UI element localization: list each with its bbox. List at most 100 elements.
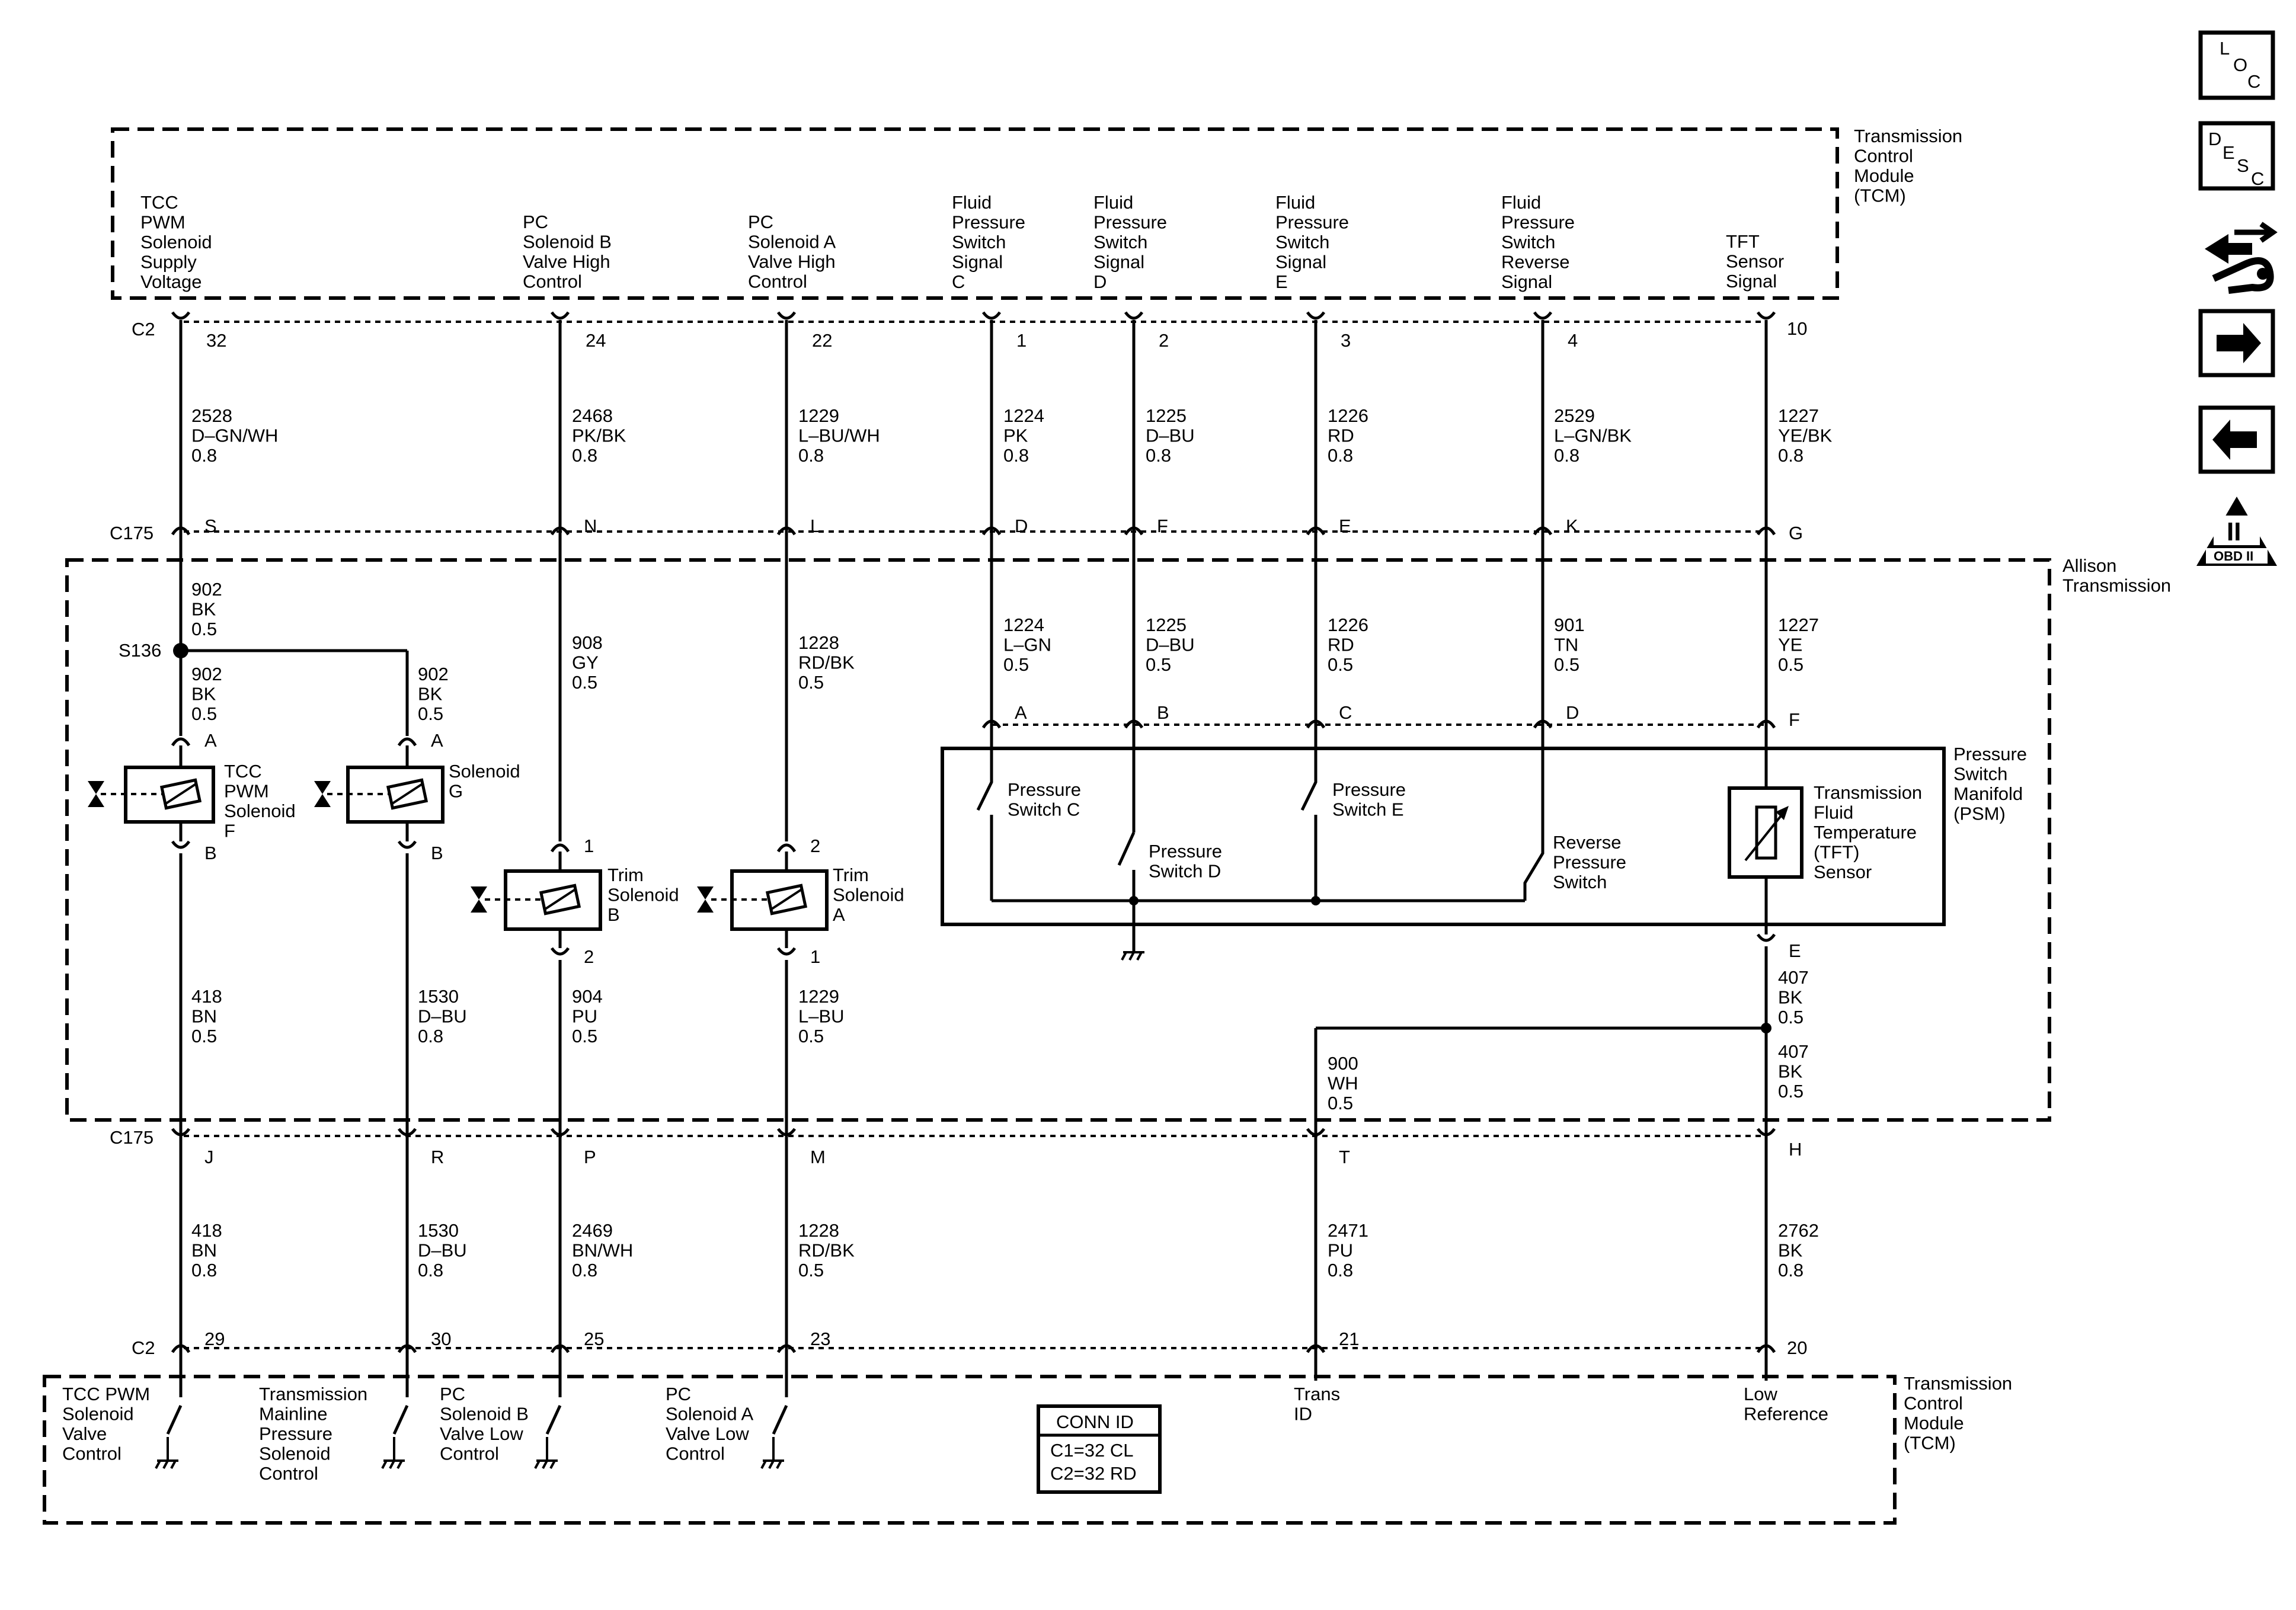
tcc-sol-pin-a: A bbox=[204, 730, 217, 751]
sol-g-valve-icon bbox=[314, 781, 331, 807]
psm-pin-b: B bbox=[1157, 702, 1169, 723]
psm-terminal-a bbox=[981, 719, 1002, 729]
c2-top-pin-7: 4 bbox=[1568, 330, 1578, 351]
bottom-wire-group bbox=[179, 853, 1768, 1369]
solenoid-g bbox=[314, 745, 445, 841]
c2-top-label: C2 bbox=[132, 319, 155, 340]
sol-g-terminal-a bbox=[397, 737, 417, 747]
c175-top-terminal-col3 bbox=[776, 526, 797, 536]
ps-d-switch bbox=[1117, 831, 1136, 942]
c175-bottom-pin-1: J bbox=[204, 1147, 214, 1167]
next-arrow-icon[interactable] bbox=[2198, 309, 2275, 377]
c2-bottom-pin-1: 29 bbox=[204, 1329, 225, 1349]
desc-icon[interactable]: D E S C bbox=[2198, 121, 2275, 191]
ground-icon-psm bbox=[1121, 951, 1144, 961]
ps-e-junction bbox=[1311, 896, 1320, 905]
c175-top-terminal-col2 bbox=[550, 526, 570, 536]
connector-tool-icon[interactable] bbox=[2205, 222, 2278, 294]
c2-top-terminal-col1 bbox=[171, 311, 191, 320]
c175-bottom-pin-6: H bbox=[1789, 1139, 1802, 1160]
tcm-sw-4 bbox=[772, 1363, 788, 1435]
psm-terminal-f bbox=[1756, 719, 1776, 729]
tcm-top-outline bbox=[111, 127, 1839, 300]
trim-a-valve-icon bbox=[697, 886, 714, 913]
splice-s136-label: S136 bbox=[119, 640, 161, 661]
obd-ii-icon[interactable]: II OBD II bbox=[2196, 497, 2277, 566]
c175-top-terminal-col6 bbox=[1306, 526, 1326, 536]
c2-top-pin-1: 32 bbox=[206, 330, 226, 351]
trim-solenoid-b bbox=[471, 852, 602, 948]
loc-icon[interactable]: L O C bbox=[2198, 30, 2275, 100]
trim-a-pin-2: 2 bbox=[810, 836, 820, 856]
tcm-bottom-switches bbox=[166, 1363, 1768, 1435]
c175-top-pin-1: S bbox=[204, 516, 217, 536]
c175-top-terminal-col7 bbox=[1533, 526, 1553, 536]
c2-top-terminal-col8 bbox=[1756, 311, 1776, 320]
c175-bottom-pin-4: M bbox=[810, 1147, 826, 1167]
c2-top-terminal-col4 bbox=[981, 311, 1002, 320]
splice-s136-dot bbox=[173, 643, 188, 658]
c175-top-pin-7: K bbox=[1566, 516, 1578, 536]
sol-g-terminal-b bbox=[397, 840, 417, 849]
trim-b-terminal-1 bbox=[550, 843, 570, 853]
c2-top-pin-2: 24 bbox=[586, 330, 606, 351]
tcc-sol-pin-b: B bbox=[204, 843, 217, 863]
ground-icon-tcm-1 bbox=[155, 1437, 178, 1469]
back-arrow-icon[interactable] bbox=[2198, 405, 2275, 474]
trim-a-terminal-2 bbox=[776, 843, 797, 853]
c175-top-pin-5: F bbox=[1157, 516, 1168, 536]
loc-icon-l: L bbox=[2220, 38, 2230, 59]
c2-top-pin-5: 2 bbox=[1159, 330, 1169, 351]
trim-b-coil bbox=[539, 884, 581, 916]
sol-g-coil bbox=[386, 778, 428, 810]
ps-c-switch bbox=[976, 769, 993, 901]
ground-icon-tcm-2 bbox=[381, 1437, 405, 1469]
tcc-sol-terminal-a bbox=[171, 737, 191, 747]
obd-ii-roman: II bbox=[2227, 517, 2241, 546]
tft-arrow-head bbox=[1776, 806, 1789, 820]
psm-terminal-b bbox=[1124, 719, 1144, 729]
psm-pin-f: F bbox=[1789, 709, 1800, 730]
c2-bottom-pin-6: 20 bbox=[1787, 1337, 1807, 1358]
allison-transmission-outline bbox=[65, 558, 2051, 1122]
c2-top-pin-4: 1 bbox=[1016, 330, 1027, 351]
trim-solenoid-a bbox=[697, 852, 829, 948]
c175-top-terminal-col1 bbox=[171, 526, 191, 536]
c175-top-pin-2: N bbox=[584, 516, 597, 536]
trim-b-valve-icon bbox=[471, 886, 487, 913]
psm-terminal-d bbox=[1533, 719, 1553, 729]
ground-symbols bbox=[155, 951, 1144, 1469]
